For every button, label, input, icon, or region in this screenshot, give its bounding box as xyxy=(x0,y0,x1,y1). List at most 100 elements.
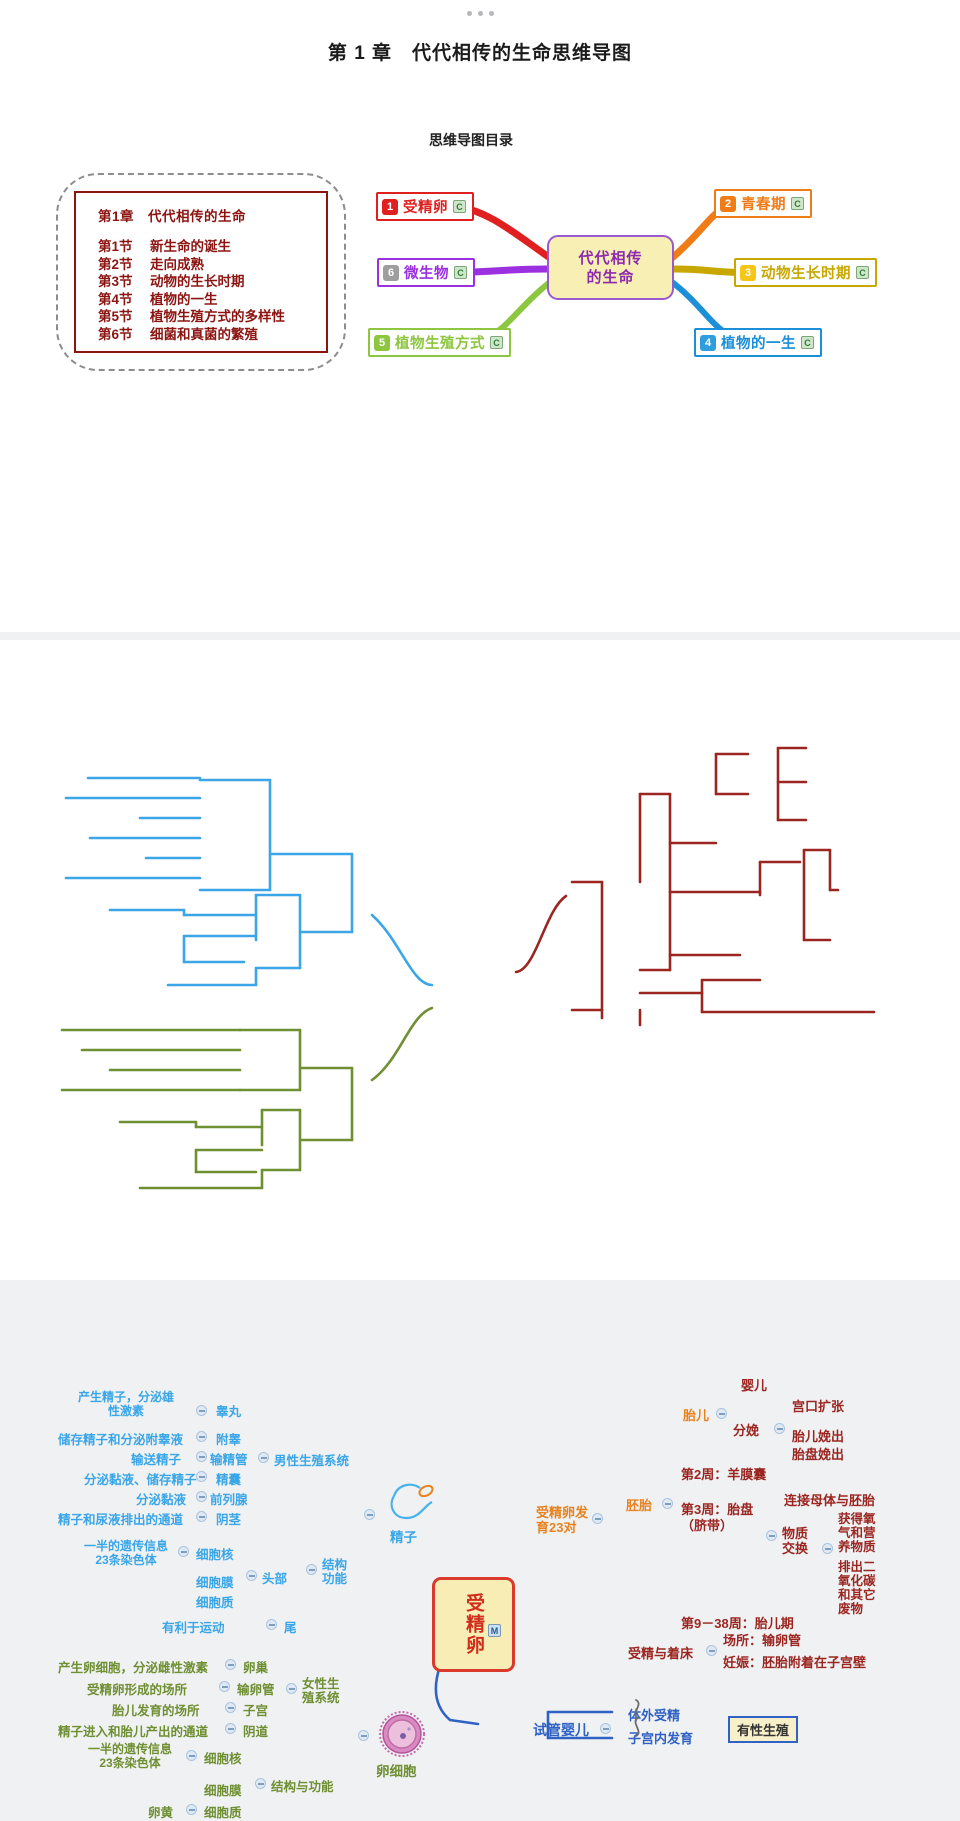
knob-male-branch[interactable] xyxy=(258,1452,269,1463)
sperm-structure-label: 结构功能 xyxy=(322,1558,348,1586)
knob-female-0[interactable] xyxy=(225,1659,236,1670)
male-organ-name-0: 睾丸 xyxy=(216,1405,242,1419)
birth-label: 分娩 xyxy=(733,1423,760,1438)
toc-section-no: 第5节 xyxy=(98,309,133,324)
sperm-part-name-2: 细胞质 xyxy=(196,1596,234,1610)
page-handle-dots xyxy=(0,0,960,16)
knob-male-4[interactable] xyxy=(196,1491,207,1502)
sperm-part-name-0: 细胞核 xyxy=(196,1548,234,1562)
week3-label: 第3周：胎盘（脐带） xyxy=(681,1502,754,1533)
male-organ-func-1: 储存精子和分泌附睾液 xyxy=(58,1433,184,1447)
material-exchange-label: 物质交换 xyxy=(782,1526,809,1556)
knob-fetus[interactable] xyxy=(716,1408,727,1419)
knob-female-branch[interactable] xyxy=(286,1683,297,1694)
week2-label: 第2周：羊膜囊 xyxy=(681,1467,767,1482)
toc-section-6[interactable]: 第6节细菌和真菌的繁殖 xyxy=(98,326,326,344)
male-organ-func-4: 分泌黏液 xyxy=(136,1493,187,1507)
knob-exchange-items[interactable] xyxy=(822,1543,833,1554)
sexual-reproduction-box: 有性生殖 xyxy=(728,1716,799,1743)
egg-part-name-1: 细胞膜 xyxy=(204,1784,242,1798)
female-organ-func-0: 产生卵细胞，分泌雌性激素 xyxy=(58,1661,209,1675)
female-organ-func-2: 胎儿发育的场所 xyxy=(112,1704,200,1718)
male-organ-name-2: 输精管 xyxy=(210,1453,248,1467)
knob-female-1[interactable] xyxy=(219,1681,230,1692)
sperm-part-name-1: 细胞膜 xyxy=(196,1576,234,1590)
overview-node-label: 受精卵 xyxy=(403,200,448,216)
bottom-card xyxy=(0,640,960,1280)
detail-center-node: 受精卵 M xyxy=(432,1577,515,1672)
birth-step-2: 胎盘娩出 xyxy=(792,1447,845,1462)
knob-sperm-head[interactable] xyxy=(246,1570,257,1581)
toc-section-name: 动物的生长时期 xyxy=(150,274,245,289)
egg-pic-label: 卵细胞 xyxy=(376,1764,417,1779)
knob-female-3[interactable] xyxy=(225,1723,236,1734)
knob-egg-structure[interactable] xyxy=(255,1778,266,1789)
knob-birth[interactable] xyxy=(774,1423,785,1434)
egg-part-func-2: 卵黄 xyxy=(148,1806,174,1820)
overview-node-number: 2 xyxy=(720,195,736,212)
knob-sperm-tail[interactable] xyxy=(266,1619,277,1630)
knob-development-root[interactable] xyxy=(592,1513,603,1524)
center-badge-m: M xyxy=(488,1624,501,1637)
egg-part-name-0: 细胞核 xyxy=(204,1752,242,1766)
knob-male-0[interactable] xyxy=(196,1405,207,1416)
knob-egg-cytoplasm[interactable] xyxy=(186,1804,197,1815)
knob-male-1[interactable] xyxy=(196,1431,207,1442)
egg-part-name-2: 细胞质 xyxy=(204,1806,242,1820)
male-organ-func-3: 分泌黏液、储存精子 xyxy=(84,1473,197,1487)
toc-section-name: 新生命的诞生 xyxy=(150,239,231,254)
toc-section-2[interactable]: 第2节走向成熟 xyxy=(98,256,326,274)
dot-3 xyxy=(488,11,494,16)
knob-sperm-pic[interactable] xyxy=(364,1509,375,1520)
knob-egg-pic[interactable] xyxy=(358,1730,369,1741)
knob-sperm-nucleus[interactable] xyxy=(178,1546,189,1557)
c-badge: C xyxy=(801,336,814,349)
detail-mindmap: 受精卵 M 产生精子，分泌雄性激素 睾丸 储存精子和分泌附睾液 附睾 输送精子 … xyxy=(0,640,960,1820)
birth-step-0: 宫口扩张 xyxy=(792,1399,845,1414)
knob-male-3[interactable] xyxy=(196,1471,207,1482)
page-title: 第 1 章 代代相传的生命思维导图 xyxy=(327,43,633,64)
male-organ-func-2: 输送精子 xyxy=(131,1453,182,1467)
toc-chapter-line: 第1章代代相传的生命 xyxy=(98,205,326,225)
top-card: 第 1 章 代代相传的生命思维导图 思维导图目录 第1章代代相传的生命 第1节新… xyxy=(0,0,960,632)
knob-embryo[interactable] xyxy=(662,1498,673,1509)
toc-section-4[interactable]: 第4节植物的一生 xyxy=(98,291,326,309)
female-branch-label: 女性生殖系统 xyxy=(302,1677,340,1705)
male-organ-name-1: 附睾 xyxy=(216,1433,242,1447)
knob-female-2[interactable] xyxy=(225,1702,236,1713)
female-organ-name-3: 阴道 xyxy=(243,1725,269,1739)
knob-exchange[interactable] xyxy=(766,1530,777,1541)
overview-node-number: 1 xyxy=(382,198,398,215)
exchange-item-0: 获得氧气和营养物质 xyxy=(838,1512,876,1554)
knob-male-2[interactable] xyxy=(196,1451,207,1462)
birth-step-1: 胎儿娩出 xyxy=(792,1429,845,1444)
detail-connectors xyxy=(60,746,876,1190)
dot-2 xyxy=(477,11,483,16)
knob-implantation[interactable] xyxy=(706,1645,717,1656)
overview-node-number: 4 xyxy=(700,334,716,351)
male-organ-name-3: 精囊 xyxy=(216,1473,242,1487)
knob-egg-nucleus[interactable] xyxy=(186,1750,197,1761)
c-badge: C xyxy=(490,336,503,349)
knob-male-5[interactable] xyxy=(196,1511,207,1522)
female-organ-func-1: 受精卵形成的场所 xyxy=(87,1683,188,1697)
toc-section-5[interactable]: 第5节植物生殖方式的多样性 xyxy=(98,308,326,326)
egg-structure-label: 结构与功能 xyxy=(271,1780,334,1794)
baby-label: 婴儿 xyxy=(741,1378,768,1393)
overview-node-label: 植物的一生 xyxy=(721,336,796,352)
knob-sperm-structure[interactable] xyxy=(306,1564,317,1575)
toc-section-no: 第4节 xyxy=(98,291,133,307)
overview-node-number: 5 xyxy=(374,334,390,351)
toc-chapter-no: 第1章 xyxy=(98,209,135,224)
toc-section-1[interactable]: 第1节新生命的诞生 xyxy=(98,238,326,256)
overview-node-4[interactable]: 4 植物的一生 C xyxy=(694,328,822,357)
toc-section-3[interactable]: 第3节动物的生长时期 xyxy=(98,273,326,291)
male-organ-name-5: 阴茎 xyxy=(216,1513,242,1527)
